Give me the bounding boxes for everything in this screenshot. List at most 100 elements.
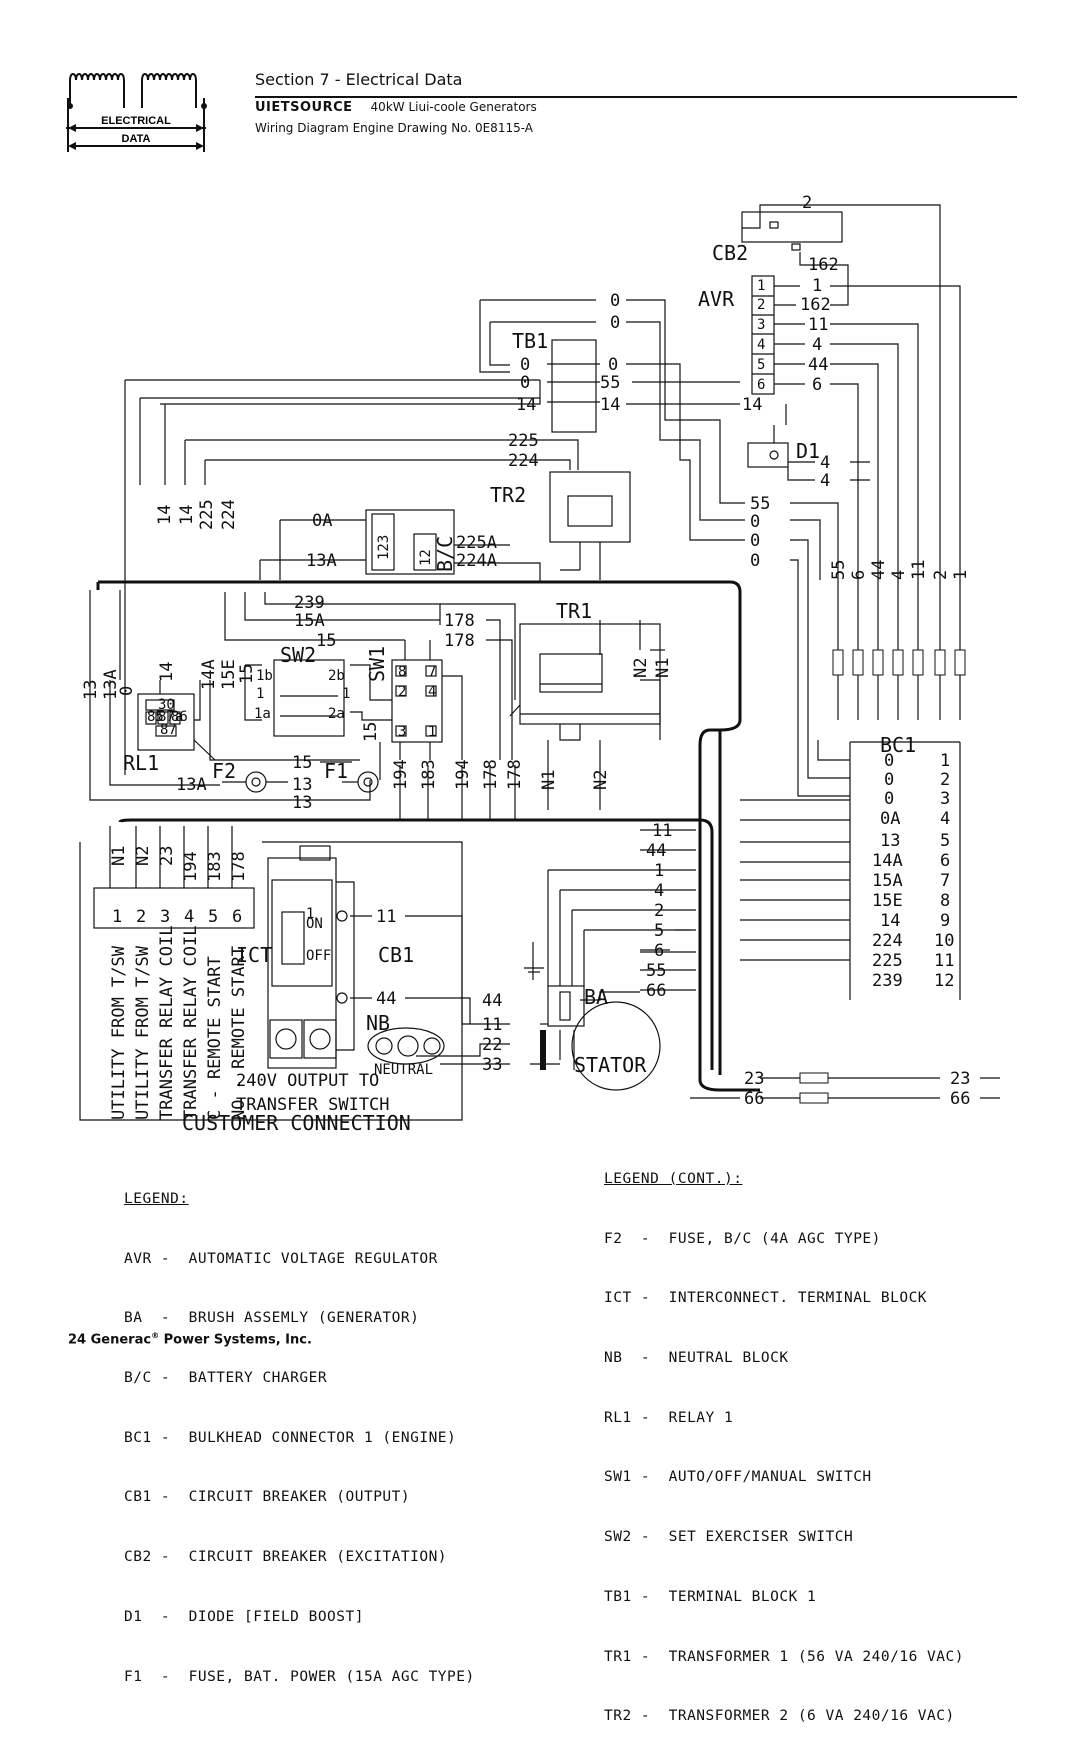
page-footer: 24 Generac® Power Systems, Inc. <box>68 1331 312 1347</box>
mid-178b: 178 <box>444 631 475 651</box>
ict-func-6: NO - REMOTE START <box>229 946 249 1120</box>
bot-178b: 178 <box>505 759 525 790</box>
tb1-top-1: 0 <box>610 291 620 311</box>
cb1-wire-11: 11 <box>376 907 396 927</box>
bot-183: 183 <box>419 759 439 790</box>
ict-term-2: 2 <box>136 907 146 927</box>
label-bc: B/C <box>433 536 457 572</box>
legend-right-item: F2 - FUSE, B/C (4A AGC TYPE) <box>604 1230 881 1247</box>
label-tr2: TR2 <box>490 483 526 507</box>
label-bc1: BC1 <box>880 733 916 757</box>
d1-wire-b: 4 <box>820 471 830 491</box>
bc1-r-7: 7 <box>940 871 950 891</box>
bc1-r-12: 12 <box>934 971 954 991</box>
sw1-wire-15: 15 <box>361 722 381 742</box>
ba-1: 1 <box>654 861 664 881</box>
ba-55: 55 <box>646 961 666 981</box>
left-14a: 14A <box>199 659 219 690</box>
stator-lead-66-r: 66 <box>950 1089 970 1109</box>
legend-left-item: BA - BRUSH ASSEMLY (GENERATOR) <box>124 1310 420 1327</box>
bc1-r-11: 11 <box>934 951 954 971</box>
rl1-pin-85: 85 <box>147 709 164 725</box>
tb1-left-3: 14 <box>516 395 536 415</box>
tb1-right-3: 14 <box>600 395 620 415</box>
bot-n2: N2 <box>591 770 611 790</box>
label-f2: F2 <box>212 759 236 783</box>
nb-11: 11 <box>482 1015 502 1035</box>
ba-44: 44 <box>646 841 666 861</box>
legend-left-item: CB2 - CIRCUIT BREAKER (EXCITATION) <box>124 1549 448 1566</box>
bc1-l-6: 14A <box>872 851 903 871</box>
sw2-pin-1r: 1 <box>342 686 350 702</box>
f-row-13a: 13A <box>176 775 207 795</box>
wire-cb2-out: 162 <box>808 255 839 275</box>
cb1-on-label: ON <box>306 916 323 932</box>
label-tr1: TR1 <box>556 599 592 623</box>
tb1-top-2: 0 <box>610 313 620 333</box>
rl1-pin-87a: 87a <box>158 709 183 725</box>
bc-right-225a: 225A <box>456 533 497 553</box>
bot-194a: 194 <box>391 759 411 790</box>
avr-wire-1: 1 <box>812 276 822 296</box>
sw2-pin-1: 1 <box>256 686 264 702</box>
tb1-right-1: 0 <box>608 355 618 375</box>
label-ba: BA <box>584 985 608 1009</box>
caption-transfer: TRANSFER SWITCH <box>236 1095 390 1115</box>
ba-2: 2 <box>654 901 664 921</box>
company-name-rest: Power Systems, Inc. <box>163 1332 312 1348</box>
left-14: 14 <box>157 662 177 682</box>
wiring-diagram: CB2 AVR TB1 TR2 TR1 D1 SW2 SW1 RL1 F1 F2… <box>79 193 1000 1135</box>
label-f1: F1 <box>324 759 348 783</box>
bot-n1: N1 <box>539 770 559 790</box>
page-number: 24 <box>68 1332 87 1348</box>
avr-vert-1: 1 <box>951 570 971 580</box>
avr-wire-14: 14 <box>742 395 762 415</box>
ict-term-4: 4 <box>184 907 194 927</box>
ict-term-6: 6 <box>232 907 242 927</box>
bc1-r-2: 2 <box>940 770 950 790</box>
legend-left-item: AVR - AUTOMATIC VOLTAGE REGULATOR <box>124 1250 438 1267</box>
product-subtitle: 40kW Liui-coole Generators <box>370 100 537 114</box>
company-name: Generac <box>90 1332 152 1348</box>
cb1-pin-label: 1 <box>306 906 314 922</box>
legend-left-item: BC1 - BULKHEAD CONNECTOR 1 (ENGINE) <box>124 1429 457 1446</box>
f-row-15: 15 <box>292 753 312 773</box>
ba-11: 11 <box>652 821 672 841</box>
rl1-pin-87: 87 <box>160 722 177 738</box>
legend-left: LEGEND: AVR - AUTOMATIC VOLTAGE REGULATO… <box>124 1150 475 1707</box>
ict-func-2: UTILITY FROM T/SW <box>133 945 153 1120</box>
cb1-wire-44: 44 <box>376 989 396 1009</box>
nb-44: 44 <box>482 991 502 1011</box>
stack-0c: 0 <box>750 551 760 571</box>
bc1-l-5: 13 <box>880 831 900 851</box>
bc1-r-3: 3 <box>940 789 950 809</box>
electrical-data-logo: ELECTRICAL DATA <box>64 68 214 152</box>
tr2-wire-225: 225 <box>508 431 539 451</box>
legend-right-item: TR1 - TRANSFORMER 1 (56 VA 240/16 VAC) <box>604 1648 964 1665</box>
tr2-wire-224: 224 <box>508 451 539 471</box>
avr-wire-6: 6 <box>812 375 822 395</box>
ict-wire-n1: N1 <box>109 846 129 866</box>
label-sw1: SW1 <box>365 646 389 682</box>
bc1-r-4: 4 <box>940 809 950 829</box>
bc1-l-11: 225 <box>872 951 903 971</box>
sw1-pin-4: 4 <box>428 684 436 700</box>
tr1-n2: N2 <box>631 658 651 678</box>
legend-left-item: B/C - BATTERY CHARGER <box>124 1369 328 1386</box>
legend-right-item: ICT - INTERCONNECT. TERMINAL BLOCK <box>604 1290 928 1307</box>
avr-vert-2: 2 <box>931 570 951 580</box>
label-avr: AVR <box>698 287 735 311</box>
label-sw2: SW2 <box>280 643 316 667</box>
stator-lead-23-r: 23 <box>950 1069 970 1089</box>
bc-left-0a: 0A <box>312 511 332 531</box>
vert-225: 225 <box>197 499 217 530</box>
ba-6: 6 <box>654 941 664 961</box>
ict-wire-23: 23 <box>157 846 177 866</box>
bc1-r-9: 9 <box>940 911 950 931</box>
bc1-l-7: 15A <box>872 871 903 891</box>
mid-239: 239 <box>294 593 325 613</box>
bc1-r-8: 8 <box>940 891 950 911</box>
left-13: 13 <box>81 680 101 700</box>
legend-right-title: LEGEND (CONT.): <box>604 1170 743 1187</box>
